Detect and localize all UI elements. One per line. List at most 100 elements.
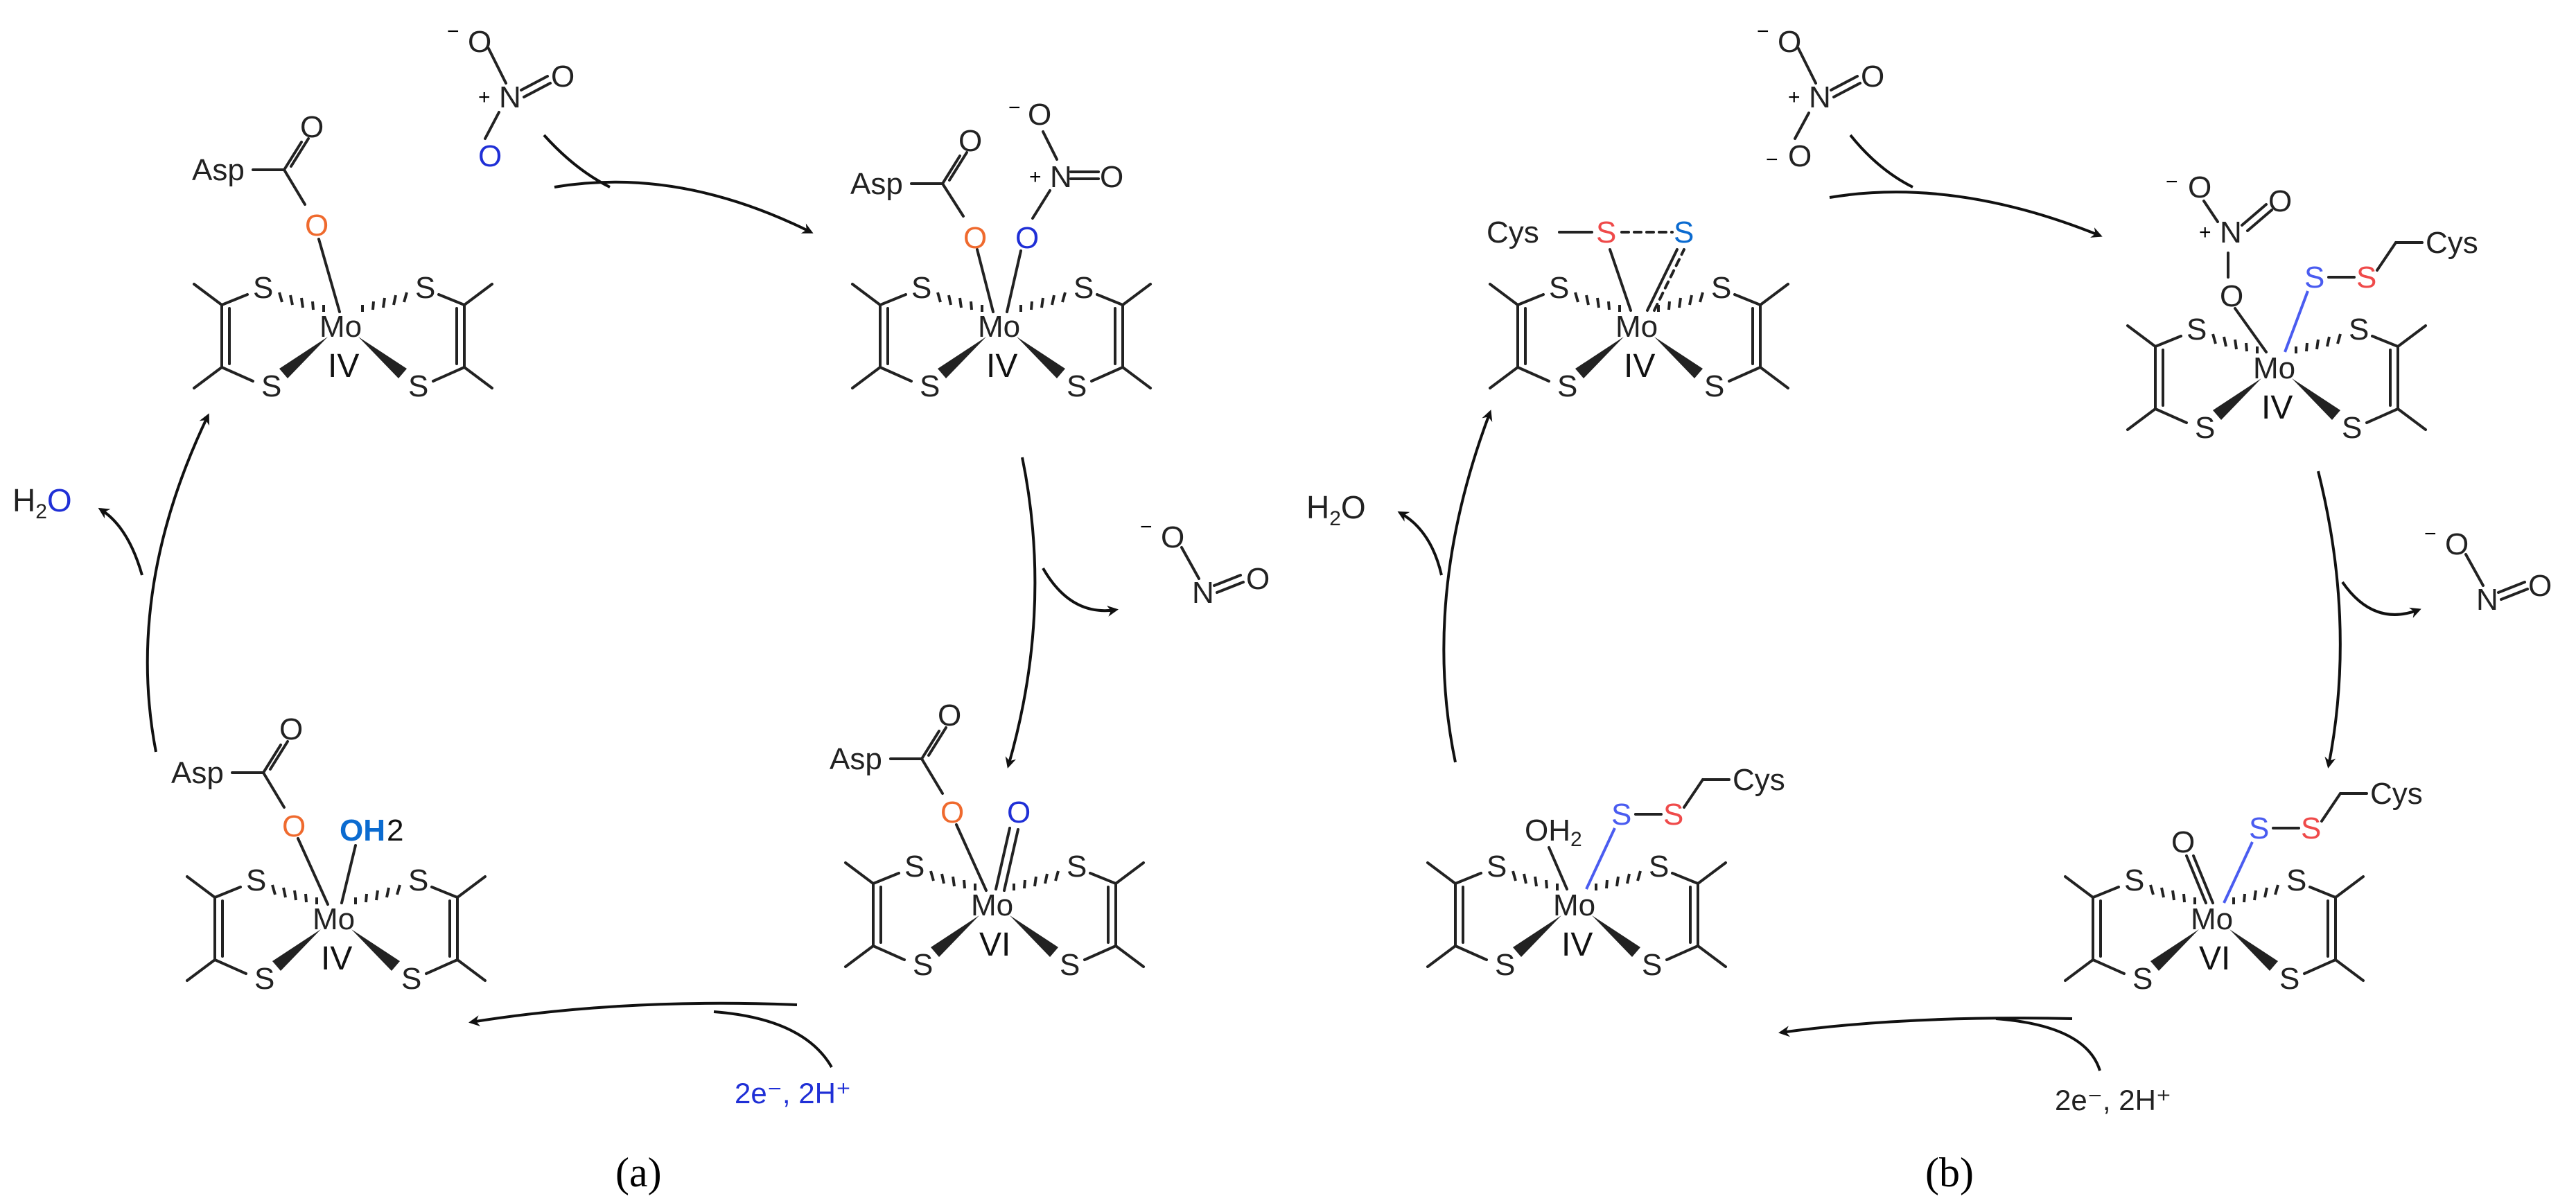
nitrogen-atom: N xyxy=(499,80,521,114)
arrow-electrons-in xyxy=(1995,1017,2101,1071)
complex-b3: Mo S S S S VI O S S Cys xyxy=(2064,777,2423,996)
minus-charge: − xyxy=(2166,170,2178,193)
plus-charge: + xyxy=(1788,86,1800,109)
oxidation-state: IV xyxy=(321,940,352,977)
nitrate-oxygen-3: O xyxy=(2188,170,2211,204)
nitrate-oxygen-3: O xyxy=(478,139,502,173)
nitrate-oxygen: O xyxy=(2220,279,2243,313)
cys-label: Cys xyxy=(1733,763,1785,797)
sulfur-atom: S xyxy=(1067,369,1087,403)
cys-sulfur: S xyxy=(2301,811,2321,845)
nitrogen-atom: N xyxy=(1192,576,1214,610)
sulfur-atom: S xyxy=(2187,313,2207,346)
cys-label: Cys xyxy=(2370,777,2423,811)
persulfide-sulfur: S xyxy=(1611,798,1631,832)
asp-label: Asp xyxy=(192,153,245,187)
complex-b1: Mo S S S S IV S S Cys xyxy=(1487,216,1789,403)
electron-proton-label: 2e⁻, 2H⁺ xyxy=(2055,1084,2171,1116)
arrow-nitrate-binding xyxy=(1829,191,2103,238)
mo-atom: Mo xyxy=(319,310,362,344)
arrow-oat xyxy=(1005,457,1037,769)
nitrite-product: − O N O xyxy=(2424,523,2552,617)
cys-sulfur: S xyxy=(1596,216,1616,249)
sulfur-atom: S xyxy=(2342,411,2362,445)
oxo-oxygen: O xyxy=(2171,825,2195,859)
minus-charge: − xyxy=(1008,96,1021,119)
cys-label: Cys xyxy=(2426,226,2478,260)
electron-proton-label: 2e⁻, 2H⁺ xyxy=(735,1077,851,1109)
oxidation-state: IV xyxy=(328,348,359,385)
mo-atom: Mo xyxy=(1615,310,1658,344)
sulfur-atom: S xyxy=(911,271,931,305)
nitrite-oxygen-2: O xyxy=(2528,569,2552,603)
panel-b: Mo S S S S IV S S Cys Mo S S S S IV O xyxy=(1306,20,2552,1195)
arrow-water-release xyxy=(1442,410,1493,763)
sulfur-atom: S xyxy=(1704,369,1724,403)
arrow-water-out xyxy=(98,507,143,576)
oxo-oxygen: O xyxy=(1007,796,1031,829)
sulfur-atom: S xyxy=(2195,411,2215,445)
asp-oxygen: O xyxy=(963,221,987,255)
sulfur-atom: S xyxy=(913,948,933,982)
nitrogen-atom: N xyxy=(2476,583,2498,617)
cys-sulfur: S xyxy=(1663,798,1683,832)
sulfur-atom: S xyxy=(1557,369,1577,403)
nitrate-substrate: − O + N O O − xyxy=(1757,20,1884,173)
sulfur-atom: S xyxy=(920,369,940,403)
carbonyl-oxygen: O xyxy=(300,110,324,144)
nitrate-oxygen: O xyxy=(1778,25,1801,59)
nitrate-oxygen: O xyxy=(1015,221,1039,255)
complex-a4: Mo S S S S IV O O Asp OH2 xyxy=(171,712,487,996)
complex-b2: Mo S S S S IV O N + O O − S S Cys xyxy=(2126,170,2478,445)
sulfur-atom: S xyxy=(904,850,925,884)
water-label: H2O xyxy=(12,482,72,523)
aqua-ligand: OH2 xyxy=(1525,814,1582,851)
arrow-substrate-in xyxy=(543,134,611,188)
nitrate-oxygen-3: O xyxy=(1028,98,1051,132)
sulfur-atom: S xyxy=(261,369,281,403)
arrow-nitrate-binding xyxy=(554,180,814,234)
sulfur-atom: S xyxy=(1487,850,1507,884)
minus-charge: − xyxy=(1766,148,1778,171)
persulfide-sulfur: S xyxy=(2304,261,2324,295)
arrow-nitrite-release xyxy=(1042,568,1119,617)
nitrite-oxygen: O xyxy=(2445,527,2469,561)
sulfur-atom: S xyxy=(408,369,428,403)
asp-label: Asp xyxy=(830,742,882,776)
panel-a: Mo S S S S IV O O Asp Mo S S S S IV O xyxy=(12,20,1270,1195)
nitrate-substrate: − O + N O O xyxy=(447,20,575,173)
arrow-nitrite-release xyxy=(2341,581,2421,618)
sulfur-atom: S xyxy=(254,962,274,996)
asp-label: Asp xyxy=(850,167,903,201)
arrow-substrate-in xyxy=(1849,134,1913,188)
cys-sulfur: S xyxy=(2356,261,2376,295)
nitrate-oxygen-3: O xyxy=(1788,139,1812,173)
arrow-electrons-in xyxy=(713,1010,833,1068)
plus-charge: + xyxy=(1029,166,1042,188)
arrow-oat xyxy=(2317,471,2342,769)
complex-a2: Mo S S S S IV O O Asp O N + O O − xyxy=(850,96,1152,403)
nitrogen-atom: N xyxy=(1809,80,1831,114)
water-label: H2O xyxy=(1306,489,1366,530)
sulfur-atom: S xyxy=(2286,863,2306,897)
asp-oxygen: O xyxy=(305,209,328,243)
sulfur-atom: S xyxy=(1642,948,1662,982)
oxidation-state: VI xyxy=(2199,940,2230,977)
oxidation-state: IV xyxy=(986,348,1017,385)
mo-atom: Mo xyxy=(971,888,1013,922)
asp-label: Asp xyxy=(171,756,224,790)
panel-b-caption: (b) xyxy=(1925,1150,1974,1195)
carbonyl-oxygen: O xyxy=(938,699,961,732)
persulfide-sulfur: S xyxy=(2249,811,2269,845)
plus-charge: + xyxy=(2199,221,2211,244)
nitrite-oxygen-2: O xyxy=(1246,562,1270,596)
asp-oxygen: O xyxy=(940,796,964,829)
arrow-water-release xyxy=(146,413,210,753)
sulfur-atom: S xyxy=(2349,313,2369,346)
sulfur-atom: S xyxy=(2132,962,2153,996)
nitrite-product: − O N O xyxy=(1140,516,1270,610)
plus-charge: + xyxy=(478,86,491,109)
panel-a-caption: (a) xyxy=(615,1150,662,1195)
complex-a1: Mo S S S S IV O O Asp xyxy=(192,110,493,403)
